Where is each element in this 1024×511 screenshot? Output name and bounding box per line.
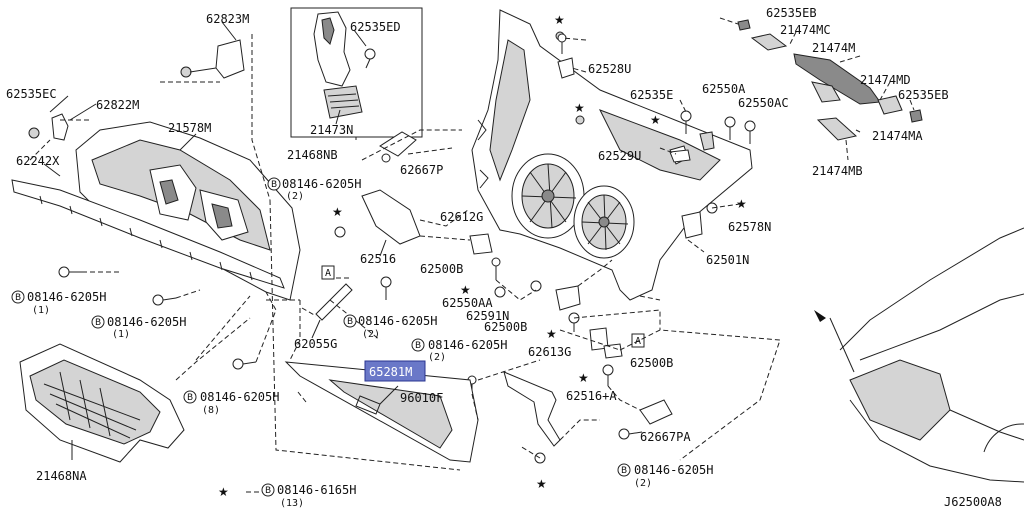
label-62550AA: 62550AA [442,296,493,310]
label-62500B-a: 62500B [420,262,463,276]
label-62501N: 62501N [706,253,749,267]
bolt-circle-b: B [265,486,271,496]
star-marker: ★ [218,485,229,499]
label-21468NB: 21468NB [287,148,338,162]
label-62550A: 62550A [702,82,746,96]
label-21474MB: 21474MB [812,164,863,178]
bolt-qty: (1) [32,305,50,316]
star-marker: ★ [332,205,343,219]
label-62535EB-top: 62535EB [766,6,817,20]
bolt-circle-b: B [347,317,353,327]
label-21474MA: 21474MA [872,129,923,143]
label-62529U: 62529U [598,149,641,163]
bolt-label: 08146-6205H [107,315,186,329]
bolt-qty: (1) [112,329,130,340]
bolt-qty: (2) [362,329,380,340]
label-62500B-c: 62500B [630,356,673,370]
label-21468NA: 21468NA [36,469,87,483]
star-marker: ★ [650,113,661,127]
diagram-code: J62500A8 [944,495,1002,509]
label-21474MD: 21474MD [860,73,911,87]
label-62578N: 62578N [728,220,771,234]
part-21578M-assembly [11,39,301,301]
label-62591N: 62591N [466,309,509,323]
bolt-label: 08146-6205H [634,463,713,477]
small-fasteners [58,33,756,464]
inset-box-21468NB [290,7,423,138]
part-62501N-core-support [471,9,753,301]
star-marker: ★ [578,371,589,385]
part-65281M-panel [284,361,479,463]
label-21474MC: 21474MC [780,23,831,37]
bolt-label-6165H: 08146-6165H [277,483,356,497]
bolt-label: 08146-6205H [358,314,437,328]
part-62516A-stay [503,371,561,447]
bolt-circle-b: B [415,341,421,351]
bolt-qty: (2) [428,352,446,363]
star-marker: ★ [574,101,585,115]
bolt-circle-b: B [621,466,627,476]
label-21474M: 21474M [812,41,855,55]
star-markers: ★ ★ ★ ★ ★ ★ ★ ★ ★ [332,13,747,491]
star-marker: ★ [536,477,547,491]
label-62823M: 62823M [206,12,249,26]
label-62613G: 62613G [528,345,571,359]
label-62535E: 62535E [630,88,673,102]
bolt-circle-b: B [15,293,21,303]
label-62516: 62516 [360,252,396,266]
ref-A-1: A [325,268,331,279]
part-labels: 62823M 62535ED 21473N 21468NB 62535EC 62… [6,6,949,483]
bolt-label: 08146-6205H [282,177,361,191]
leader-lines [29,17,915,493]
vehicle-outline [814,227,1024,483]
label-62535EB-right: 62535EB [898,88,949,102]
highlight-65281M[interactable]: 65281M [364,360,426,382]
label-96010F: 96010F [400,391,443,405]
star-marker: ★ [460,283,471,297]
bolt-callouts: B 08146-6205H (2) B 08146-6205H (1) B 08… [11,177,713,509]
label-62516A: 62516+A [566,389,617,403]
label-62500B-b: 62500B [484,320,527,334]
label-65281M[interactable]: 65281M [369,365,412,379]
part-21474-pads [737,19,923,141]
star-marker: ★ [736,197,747,211]
bolt-circle-b: B [187,393,193,403]
bolt-circle-b: B [95,318,101,328]
solid-leaders [43,21,399,460]
bolt-label: 08146-6205H [428,338,507,352]
bolt-qty: (8) [202,405,220,416]
ref-A-2: A [635,336,641,347]
ref-A-markers: A A [321,265,645,348]
label-21578M: 21578M [168,121,211,135]
bolt-label: 08146-6205H [27,290,106,304]
bolt-qty: (2) [286,191,304,202]
label-62667PA: 62667PA [640,430,691,444]
label-62242X: 62242X [16,154,60,168]
part-21468NA-grille [19,343,185,463]
bolt-qty: (2) [634,478,652,489]
label-62822M: 62822M [96,98,139,112]
label-62528U: 62528U [588,62,631,76]
star-marker: ★ [554,13,565,27]
label-62535ED: 62535ED [350,20,401,34]
label-62550AC: 62550AC [738,96,789,110]
label-21473N: 21473N [310,123,353,137]
label-62612G: 62612G [440,210,483,224]
label-62055G: 62055G [294,337,337,351]
star-marker: ★ [546,327,557,341]
bolt-qty: (13) [280,498,304,509]
label-62535EC: 62535EC [6,87,57,101]
bolt-circle-b: B [271,180,277,190]
label-62667P: 62667P [400,163,443,177]
bolt-label: 08146-6205H [200,390,279,404]
